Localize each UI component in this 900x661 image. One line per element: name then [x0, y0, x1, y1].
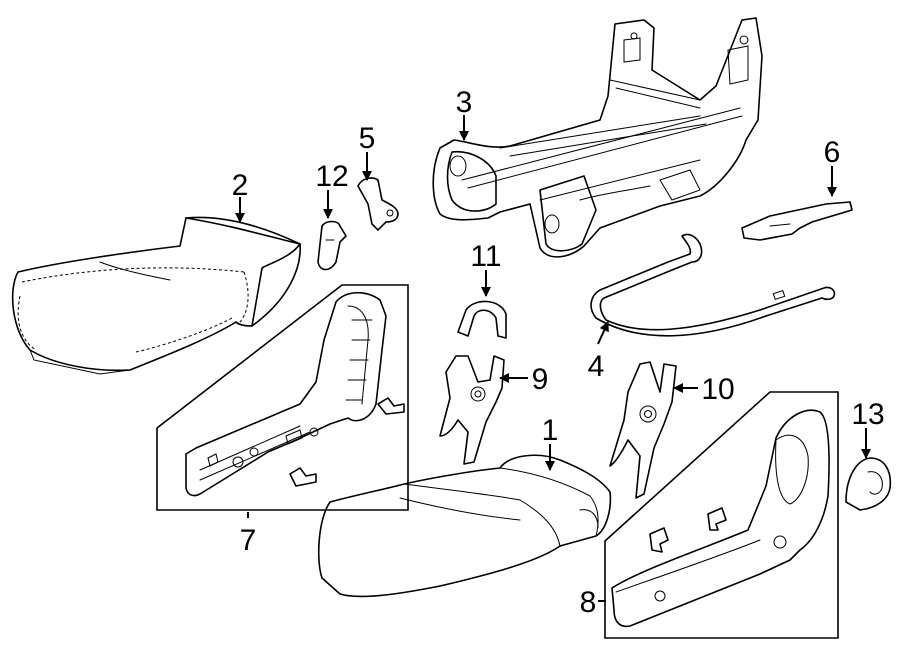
part-6-trim-strip	[741, 201, 853, 241]
part-8-kit-box	[604, 391, 839, 639]
callout-4: 4	[588, 350, 605, 383]
leader-lines	[235, 115, 871, 602]
callout-11: 11	[470, 240, 501, 273]
leader-4	[597, 321, 609, 345]
part-13-cap	[845, 457, 892, 511]
part-7-kit-box	[156, 284, 409, 511]
part-1-seat-cushion	[317, 454, 612, 598]
part-5-bracket	[357, 177, 399, 231]
callout-6: 6	[824, 136, 841, 169]
callout-2: 2	[232, 169, 249, 202]
callout-3: 3	[456, 86, 473, 119]
callout-1: 1	[542, 414, 559, 447]
part-11-clip	[457, 300, 507, 339]
callout-7: 7	[240, 524, 257, 557]
callout-13: 13	[851, 398, 884, 431]
callout-numbers: 2 3 5 12 6 11 4 9 10 1 13 7 8	[232, 86, 885, 619]
part-9-hinge-bracket	[439, 355, 505, 465]
part-3-seat-frame	[432, 17, 763, 258]
callout-10: 10	[701, 373, 734, 406]
part-4-release-rod	[590, 233, 836, 337]
part-12-cap	[317, 220, 347, 271]
callout-12: 12	[315, 160, 348, 193]
part-2-seat-back-cushion	[11, 216, 301, 375]
callout-9: 9	[532, 363, 549, 396]
callout-8: 8	[580, 586, 597, 619]
callout-5: 5	[359, 122, 376, 155]
part-10-hinge-bracket	[609, 361, 677, 499]
